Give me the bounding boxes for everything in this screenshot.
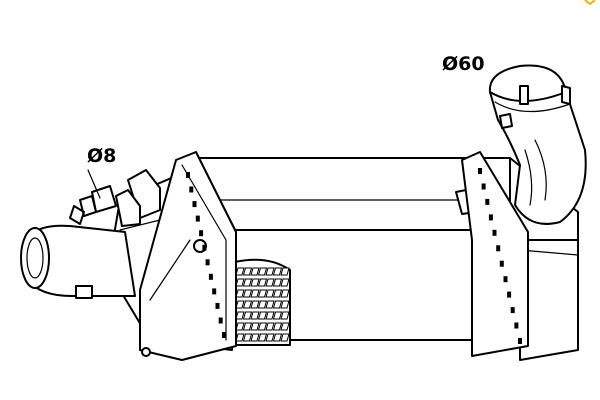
inlet-pipe: [20, 224, 136, 299]
corner-mark: [584, 0, 596, 6]
right-flange: [461, 151, 529, 357]
small-port-diameter-label: Ø8: [87, 145, 117, 167]
left-flange: [139, 151, 237, 361]
small-ports: [69, 169, 161, 227]
outlet-diameter-label: Ø60: [442, 53, 485, 75]
core-fins: [234, 258, 291, 346]
outlet-pipe: [488, 64, 587, 225]
